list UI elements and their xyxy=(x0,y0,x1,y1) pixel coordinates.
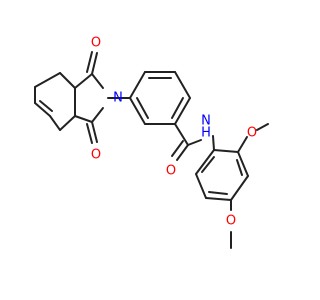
bond xyxy=(212,135,215,151)
bond xyxy=(34,102,51,117)
bond xyxy=(74,115,93,123)
nitrogen-label-amide: N xyxy=(201,114,211,129)
aromatic-inner-bond xyxy=(201,156,215,173)
bond xyxy=(91,73,104,89)
carbonyl-bond xyxy=(86,123,93,144)
bond xyxy=(129,71,146,99)
aromatic-inner-bond xyxy=(236,159,243,176)
double-bond-inner xyxy=(39,100,53,112)
bond xyxy=(195,173,207,199)
nitrogen-label-imide: N xyxy=(113,91,123,106)
carbonyl-bond xyxy=(91,52,98,75)
bond xyxy=(49,115,61,131)
bond xyxy=(34,72,61,88)
hydrogen-label-amide: H xyxy=(201,126,211,141)
oxygen-label-amide: O xyxy=(166,164,176,179)
bond xyxy=(91,107,104,123)
bond xyxy=(237,151,249,177)
oxygen-label-methoxy-upper: O xyxy=(247,126,257,141)
bond xyxy=(59,115,76,131)
bond xyxy=(205,197,232,201)
bond xyxy=(213,149,239,153)
bond xyxy=(230,175,249,201)
carbonyl-bond xyxy=(86,51,93,73)
aromatic-inner-bond xyxy=(171,97,184,119)
aromatic-inner-bond xyxy=(136,97,149,119)
bond xyxy=(174,123,189,146)
oxygen-label-imide-bottom: O xyxy=(91,148,101,163)
bond xyxy=(74,73,93,89)
bond xyxy=(195,149,215,175)
bond xyxy=(237,136,248,153)
bond xyxy=(129,97,146,125)
carbonyl-bond xyxy=(91,121,98,143)
carbonyl-bond xyxy=(176,144,189,161)
oxygen-label-methoxy-lower: O xyxy=(226,214,236,229)
aromatic-inner-bond xyxy=(208,191,228,195)
bond xyxy=(256,123,269,131)
bond xyxy=(174,97,191,125)
bond xyxy=(59,72,76,89)
bond xyxy=(187,139,202,146)
carbonyl-bond xyxy=(171,140,184,157)
chemical-structure-diagram: O O N O N H O O xyxy=(34,36,269,249)
bond xyxy=(174,71,191,99)
oxygen-label-imide-top: O xyxy=(91,36,101,51)
